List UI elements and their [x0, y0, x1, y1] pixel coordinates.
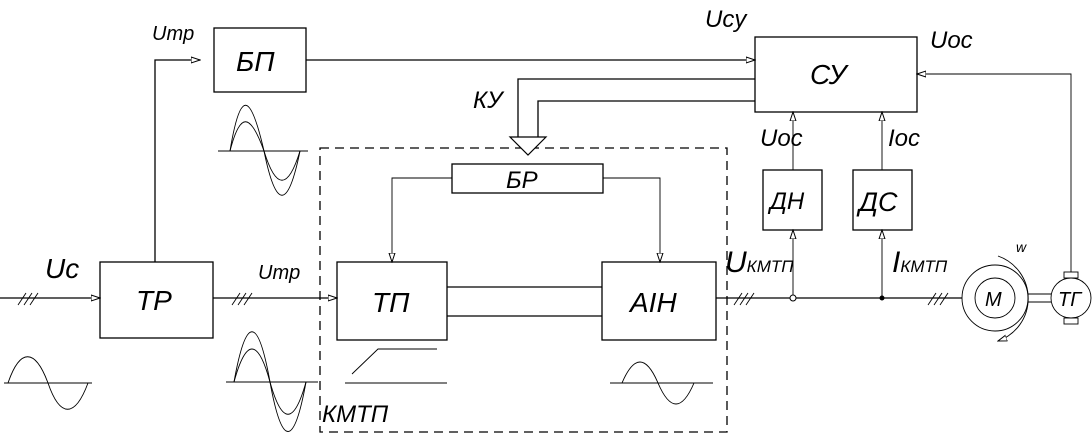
three-phase-mark	[733, 292, 755, 306]
motor-inner	[974, 277, 1016, 319]
kmtp-label: КМТП	[322, 401, 389, 428]
block-su-label: СУ	[810, 59, 850, 90]
block-ain	[601, 261, 717, 341]
uoc-dn-label: Uoc	[760, 125, 803, 152]
ioc-label: Ioc	[888, 125, 920, 152]
br-tp-line	[392, 177, 452, 262]
rotation-arrow-icon	[998, 255, 1029, 341]
block-tr-label: ТР	[136, 285, 172, 316]
ucy-label: Ucy	[705, 6, 748, 33]
tg-brush-top	[1063, 271, 1079, 279]
block-bp-label: БП	[236, 46, 275, 77]
i-kmtp-label: IКМТП	[892, 246, 948, 279]
block-tg	[1050, 277, 1092, 319]
block-br-label: БР	[506, 167, 538, 194]
block-tg-label: ТГ	[1058, 289, 1083, 311]
block-tp-label: ТП	[372, 287, 410, 318]
three-phase-mark	[927, 292, 949, 306]
block-dn-label: ДН	[767, 188, 805, 215]
uoc-right-label: Uoc	[930, 27, 973, 54]
ku-line-outer	[517, 78, 755, 137]
block-ain-label: AIН	[628, 287, 677, 318]
ku-label: КУ	[473, 87, 505, 114]
ump-top-label: Ump	[152, 23, 194, 45]
omega-label: w	[1016, 239, 1027, 255]
motor-label: М	[985, 289, 1002, 311]
ump-mid-label: Ump	[258, 262, 300, 284]
block-tp	[336, 261, 448, 341]
ku-arrow-icon	[508, 136, 548, 156]
u-kmtp-label: UКМТП	[725, 246, 794, 279]
block-br	[451, 163, 604, 194]
three-phase-mark	[231, 292, 253, 306]
voltage-node	[789, 294, 797, 302]
tg-su-line	[917, 74, 1072, 272]
waveforms	[4, 104, 713, 432]
tr-bp-line	[154, 60, 200, 262]
tg-brush-bottom	[1063, 317, 1079, 325]
block-ds-label: ДС	[856, 187, 898, 217]
uc-label: Uc	[45, 253, 79, 284]
br-ain-line	[603, 177, 660, 262]
three-phase-mark	[17, 292, 39, 306]
ku-line-inner	[537, 100, 755, 137]
